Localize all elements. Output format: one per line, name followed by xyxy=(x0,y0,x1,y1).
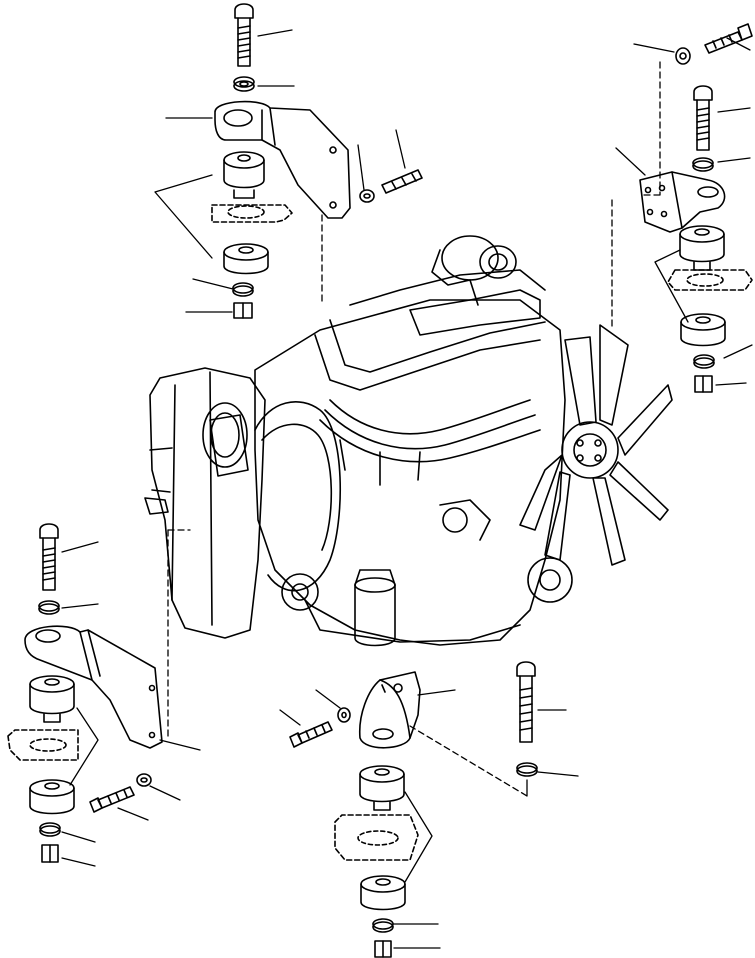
mount-group-bottom-center xyxy=(279,661,579,958)
bolt-small xyxy=(359,169,423,203)
mount-bracket xyxy=(24,625,163,749)
leader-lines xyxy=(154,29,406,313)
mount-group-bottom-left xyxy=(7,523,201,867)
rubber-mount-lower xyxy=(680,313,726,347)
nut xyxy=(694,375,713,393)
leader-lines xyxy=(611,37,753,386)
rubber-mount xyxy=(29,675,75,723)
washer xyxy=(675,47,691,65)
washer xyxy=(38,600,60,615)
bolt xyxy=(39,523,59,591)
bolt-small xyxy=(89,773,152,813)
fuel-filter xyxy=(354,584,396,647)
rubber-mount xyxy=(679,225,725,271)
washer xyxy=(233,76,255,92)
mount-bracket xyxy=(214,100,351,219)
engine-assembly xyxy=(144,235,566,647)
rubber-mount-lower xyxy=(223,243,269,275)
nut xyxy=(233,302,253,319)
bolt xyxy=(516,661,536,743)
flywheel-housing xyxy=(149,367,266,639)
mount-group-top-left xyxy=(154,3,423,319)
washer xyxy=(39,822,61,837)
rubber-mount xyxy=(359,765,405,811)
cooling-fan xyxy=(519,324,673,603)
bolt-small xyxy=(289,721,333,748)
leader-lines xyxy=(61,529,201,867)
rubber-mount-lower xyxy=(360,875,406,911)
engine-block xyxy=(254,299,566,646)
washer xyxy=(232,282,254,297)
rubber-mount xyxy=(223,151,265,199)
bolt xyxy=(234,3,254,67)
mount-bracket xyxy=(639,171,726,233)
exhaust-pipe xyxy=(409,289,541,336)
leader-lines xyxy=(279,689,579,949)
nut xyxy=(374,940,392,958)
washer xyxy=(516,762,538,777)
rubber-mount-lower xyxy=(29,779,75,815)
washer xyxy=(693,354,715,369)
mount-bracket xyxy=(358,671,421,749)
washer xyxy=(337,707,351,723)
bolt xyxy=(693,85,713,151)
nut xyxy=(41,844,59,863)
washer xyxy=(692,157,714,172)
mount-group-top-right xyxy=(611,23,753,393)
washer xyxy=(372,918,394,933)
